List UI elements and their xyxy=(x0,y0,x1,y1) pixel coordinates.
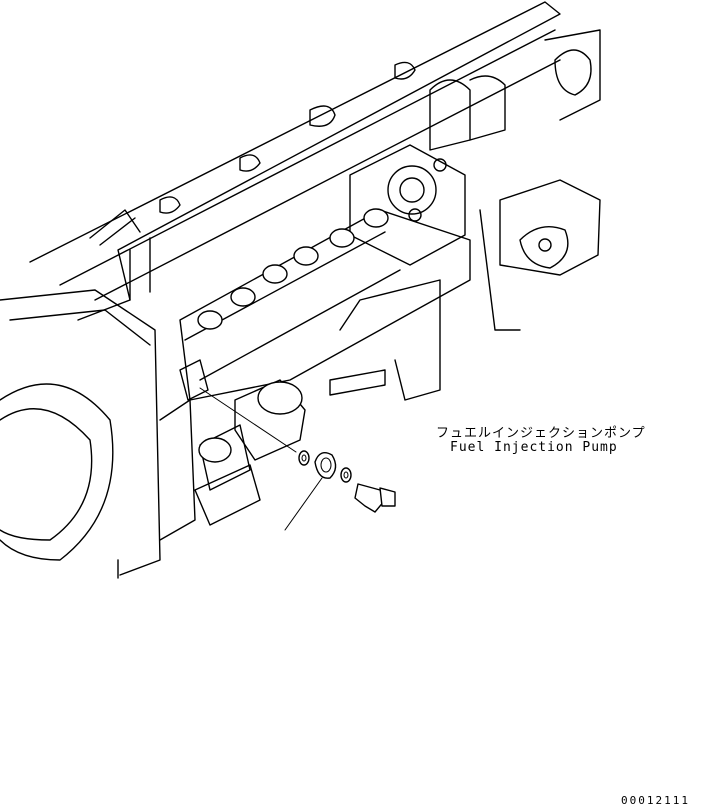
leader-lines xyxy=(199,387,323,531)
callout-label-japanese: フュエルインジェクションポンプ xyxy=(436,426,646,441)
fuel-filter xyxy=(179,359,306,526)
callout-label-english: Fuel Injection Pump xyxy=(450,440,618,455)
cylinder-head xyxy=(29,1,561,321)
engine-block xyxy=(0,289,196,579)
injection-pump-body xyxy=(179,144,471,401)
figure-code: 00012111 xyxy=(621,794,690,807)
manifold-block xyxy=(429,29,601,331)
exploded-parts xyxy=(298,450,396,513)
delivery-valves xyxy=(197,208,389,330)
